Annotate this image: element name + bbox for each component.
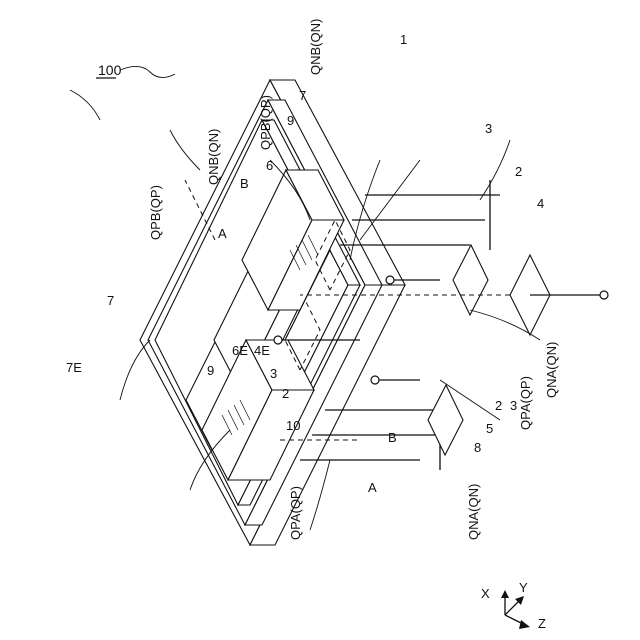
label-qpb-left: QPB(QP) — [148, 185, 163, 240]
rotated-drawing — [70, 80, 608, 545]
label-qna-bottom: QNA(QN) — [466, 484, 481, 540]
label-qpa-right: QPA(QP) — [518, 376, 533, 430]
label-6e: 6E — [232, 343, 248, 358]
label-2-right: 2 — [495, 398, 502, 413]
label-qna-right: QNA(QN) — [544, 342, 559, 398]
label-3-top: 3 — [485, 121, 492, 136]
label-2-mid: 2 — [282, 386, 289, 401]
axis-x-label: X — [481, 586, 490, 601]
label-5: 5 — [486, 421, 493, 436]
axis-y-line — [505, 600, 520, 615]
label-7-top: 7 — [299, 88, 306, 103]
label-3-right: 3 — [510, 398, 517, 413]
label-sec-a-right: A — [368, 480, 377, 495]
axis-z-label: Z — [538, 616, 546, 631]
ref-leader — [120, 66, 175, 77]
label-1: 1 — [400, 32, 407, 47]
label-qpa-left: QPA(QP) — [288, 486, 303, 540]
label-9-top: 9 — [287, 113, 294, 128]
label-4-top: 4 — [537, 196, 544, 211]
label-qpb-top: QPB(QP) — [258, 95, 273, 150]
label-9-left: 9 — [207, 363, 214, 378]
axis-indicator: X Y Z — [481, 580, 546, 631]
axis-z-arrow — [519, 620, 530, 629]
axis-y-label: Y — [519, 580, 528, 595]
label-sec-b-left: B — [240, 176, 249, 191]
label-3-mid: 3 — [270, 366, 277, 381]
ref-100: 100 — [98, 62, 122, 78]
axis-x-arrow — [501, 590, 509, 598]
label-2-top: 2 — [515, 164, 522, 179]
label-qnb-left: QNB(QN) — [206, 129, 221, 185]
label-6-top: 6 — [266, 158, 273, 173]
label-8: 8 — [474, 440, 481, 455]
label-4e: 4E — [254, 343, 270, 358]
label-sec-b-right: B — [388, 430, 397, 445]
label-qnb-top: QNB(QN) — [308, 19, 323, 75]
label-7e: 7E — [66, 360, 82, 375]
label-10: 10 — [286, 418, 300, 433]
label-7-left: 7 — [107, 293, 114, 308]
label-sec-a-left: A — [218, 226, 227, 241]
